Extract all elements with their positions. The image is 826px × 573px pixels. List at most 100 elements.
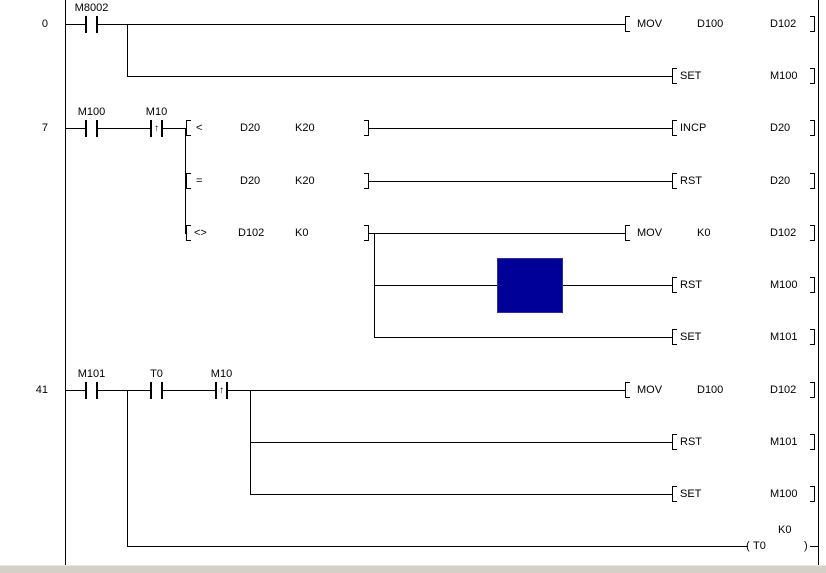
instruction-bracket-close	[810, 486, 815, 502]
wire-h	[369, 181, 672, 182]
compare-operand[interactable]: D102	[238, 227, 265, 239]
instruction-operand[interactable]: D20	[770, 175, 791, 187]
contact-bar-right	[161, 120, 163, 137]
instruction-bracket-close	[810, 434, 815, 450]
step-number: 7	[41, 122, 48, 134]
contact-bar-right	[226, 382, 228, 399]
contact-t0[interactable]: T0	[150, 368, 163, 399]
instruction-opcode[interactable]: MOV	[637, 384, 663, 396]
coil-paren-open-icon: (	[746, 540, 750, 552]
contact-m10-pulse[interactable]: M10 ↑	[146, 106, 167, 137]
instruction-bracket-open	[625, 382, 630, 398]
instruction-opcode[interactable]: RST	[680, 436, 702, 448]
contact-bar-left	[85, 16, 87, 33]
compare-bracket-open	[186, 173, 191, 189]
contact-bar-left	[215, 382, 217, 399]
instruction-operand[interactable]: D102	[770, 384, 797, 396]
instruction-operand[interactable]: D102	[770, 18, 797, 30]
left-power-rail	[65, 0, 66, 565]
compare-operator[interactable]: <	[196, 122, 203, 134]
contact-m100[interactable]: M100	[78, 106, 105, 137]
step-number: 0	[41, 18, 48, 30]
compare-operator[interactable]: <>	[194, 227, 207, 239]
horizontal-scrollbar[interactable]	[0, 565, 826, 573]
contact-m8002[interactable]: M8002	[75, 2, 108, 33]
compare-bracket-open	[186, 120, 191, 136]
compare-bracket-close	[364, 225, 369, 241]
instruction-operand[interactable]: D102	[770, 227, 797, 239]
coil-paren-close-icon: )	[804, 540, 808, 552]
compare-bracket-close	[364, 120, 369, 136]
wire-h	[127, 76, 672, 77]
instruction-opcode[interactable]: MOV	[637, 227, 663, 239]
compare-operand[interactable]: D20	[240, 122, 261, 134]
instruction-bracket-open	[672, 68, 677, 84]
instruction-bracket-open	[625, 16, 630, 32]
wire-v	[127, 24, 128, 76]
contact-label: M8002	[74, 2, 109, 14]
instruction-opcode[interactable]: SET	[680, 331, 702, 343]
instruction-bracket-open	[672, 120, 677, 136]
instruction-bracket-close	[810, 16, 815, 32]
compare-bracket-close	[364, 173, 369, 189]
compare-operand[interactable]: K20	[295, 175, 315, 187]
instruction-bracket-open	[672, 173, 677, 189]
instruction-bracket-close	[810, 329, 815, 345]
wire-h	[250, 442, 672, 443]
instruction-operand[interactable]: D100	[697, 18, 724, 30]
instruction-opcode[interactable]: SET	[680, 488, 702, 500]
wire-h	[374, 337, 672, 338]
contact-m101[interactable]: M101	[78, 368, 105, 399]
timer-coil-device[interactable]: T0	[753, 540, 766, 552]
contact-bar-left	[150, 120, 152, 137]
instruction-bracket-close	[810, 68, 815, 84]
wire-h	[65, 24, 625, 25]
instruction-opcode[interactable]: RST	[680, 175, 702, 187]
contact-bar-right	[161, 382, 163, 399]
contact-bar-left	[150, 382, 152, 399]
timer-preset[interactable]: K0	[778, 524, 792, 536]
contact-label: M100	[77, 106, 106, 118]
instruction-operand[interactable]: D20	[770, 122, 791, 134]
instruction-operand[interactable]: M100	[770, 279, 798, 291]
contact-label: T0	[150, 368, 163, 380]
wire-h	[65, 390, 625, 391]
wire-h	[65, 128, 186, 129]
contact-bar-right	[96, 382, 98, 399]
instruction-bracket-close	[810, 173, 815, 189]
instruction-opcode[interactable]: INCP	[680, 122, 707, 134]
instruction-bracket-open	[672, 434, 677, 450]
rising-edge-icon: ↑	[154, 123, 159, 134]
compare-bracket-open	[186, 225, 191, 241]
edit-cursor[interactable]	[497, 258, 563, 313]
instruction-operand[interactable]: M101	[770, 436, 798, 448]
contact-label: M10	[145, 106, 168, 118]
compare-operand[interactable]: D20	[240, 175, 261, 187]
contact-m10-pulse[interactable]: M10 ↑	[211, 368, 232, 399]
rising-edge-icon: ↑	[219, 385, 224, 396]
right-power-rail	[818, 0, 819, 565]
instruction-opcode[interactable]: RST	[680, 279, 702, 291]
contact-bar-left	[85, 120, 87, 137]
instruction-operand[interactable]: M100	[770, 70, 798, 82]
wire-h	[127, 546, 748, 547]
instruction-bracket-open	[672, 277, 677, 293]
compare-operator[interactable]: =	[196, 175, 203, 187]
contact-bar-right	[96, 16, 98, 33]
step-number: 41	[35, 384, 48, 396]
instruction-operand[interactable]: M100	[770, 488, 798, 500]
contact-label: M10	[210, 368, 233, 380]
wire-v	[185, 128, 186, 234]
compare-operand[interactable]: K20	[295, 122, 315, 134]
instruction-bracket-open	[672, 486, 677, 502]
wire-h	[250, 494, 672, 495]
instruction-operand[interactable]: K0	[697, 227, 711, 239]
instruction-operand[interactable]: D100	[697, 384, 724, 396]
instruction-opcode[interactable]: SET	[680, 70, 702, 82]
compare-operand[interactable]: K0	[295, 227, 309, 239]
contact-label: M101	[77, 368, 106, 380]
instruction-opcode[interactable]: MOV	[637, 18, 663, 30]
instruction-bracket-open	[672, 329, 677, 345]
instruction-operand[interactable]: M101	[770, 331, 798, 343]
